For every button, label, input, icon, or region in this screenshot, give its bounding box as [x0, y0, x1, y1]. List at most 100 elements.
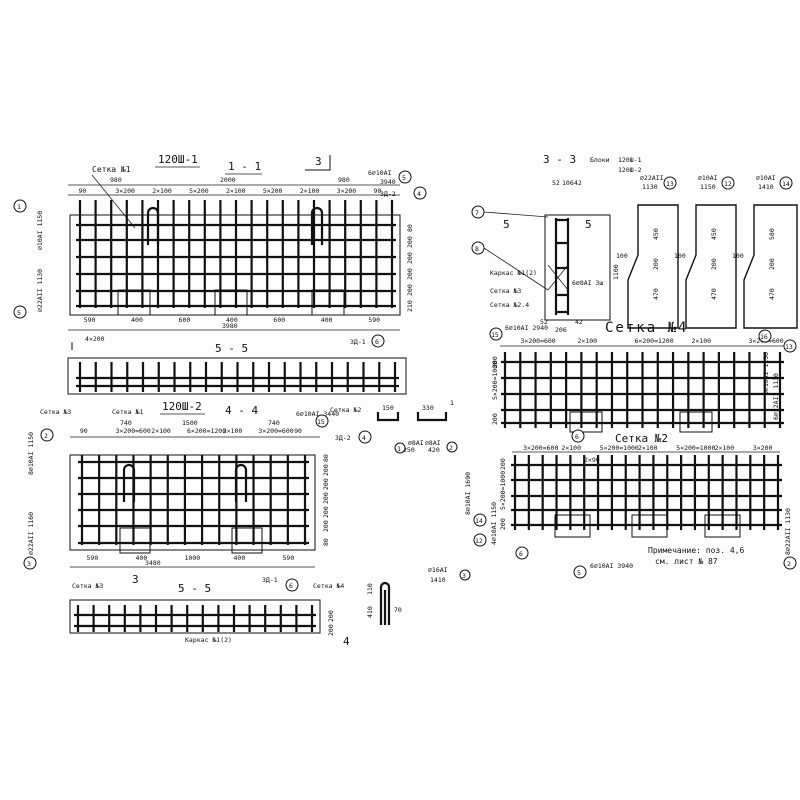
label: Сетка №3 — [490, 287, 521, 295]
dim: 590 — [84, 316, 96, 324]
callout-text: ЗД-1 — [262, 576, 278, 584]
callout-text: 8⌀22АII 1130 — [784, 508, 792, 555]
dim: 200 — [710, 258, 718, 270]
mesh-title: Сетка №4 — [605, 320, 688, 336]
embedded-part-box — [119, 527, 151, 554]
dim: 90 — [294, 427, 302, 435]
dim: 150 — [382, 404, 394, 412]
bar-label: ⌀10АI — [756, 174, 776, 182]
callout-6: 6 — [575, 433, 579, 441]
dim: 70 — [394, 606, 402, 614]
dim: 400 — [136, 554, 148, 562]
callout-text: 8⌀10АI 1690 — [464, 472, 472, 515]
bent-bar-outline — [685, 204, 737, 329]
item-2: 2 — [449, 444, 453, 452]
dim: 2×100 — [715, 444, 735, 452]
dim: 42 — [575, 318, 583, 326]
callout-text: ⌀10АI 1150 — [36, 211, 44, 250]
callout-text: ЗД-2 — [335, 434, 351, 442]
callout-text: ⌀22АII 1160 — [27, 512, 35, 555]
dim: 5×200 — [263, 187, 283, 195]
dim: 3×200 — [115, 187, 135, 195]
dim: 200 — [322, 478, 330, 490]
detail-label: ⌀8АI — [408, 439, 424, 447]
svg-text:6: 6 — [289, 582, 293, 590]
mesh-title: Сетка №2 — [615, 432, 668, 445]
dim: 470 — [652, 288, 660, 300]
callout-4: 4 — [417, 190, 421, 198]
callout-text: ЗД-2 — [380, 190, 396, 198]
frame-label: Каркас №1(2) — [185, 636, 232, 644]
dim: 2×100 — [578, 337, 598, 345]
bent-bar-outline — [627, 204, 679, 329]
dim: 2×100 — [152, 187, 172, 195]
dim: 2×100 — [692, 337, 712, 345]
dim: 980 — [110, 176, 122, 184]
dim: 106 — [562, 179, 574, 187]
dim: 2×100 — [561, 444, 581, 452]
dim: 5×200 — [189, 187, 209, 195]
callout-2: 2 — [787, 560, 791, 568]
svg-text:1: 1 — [17, 203, 21, 211]
dim: 206 — [555, 326, 567, 334]
callout-5: 5 — [577, 569, 581, 577]
callout-text: ⌀22АII 1130 — [36, 269, 44, 312]
dim: 200 — [491, 413, 499, 425]
label: Сетка №2.4 — [490, 301, 529, 309]
item-1: 1 — [397, 445, 401, 453]
dim: 1100 — [612, 264, 620, 280]
dim: 3×200 — [753, 444, 773, 452]
svg-text:5: 5 — [17, 309, 21, 317]
callout-15: 15 — [317, 418, 325, 426]
dim: 590 — [283, 554, 295, 562]
section-mark: 5 — [585, 218, 592, 231]
dim: 450 — [652, 228, 660, 240]
callout-circle — [721, 176, 735, 190]
dim: 3×200=600 — [521, 337, 556, 345]
dim: 3×200=600 — [523, 444, 558, 452]
dim: 80 — [322, 538, 330, 546]
embedded-part-box — [311, 289, 345, 316]
dim: 100 — [616, 252, 628, 260]
dim: 5×200=1000 — [499, 471, 507, 510]
bar-length: 1130 — [642, 183, 658, 191]
dim: 400 — [321, 316, 333, 324]
callout-text: 6⌀10АI — [368, 169, 392, 177]
dim: 200 — [652, 258, 660, 270]
lifting-loop — [310, 206, 324, 245]
callout-text: 8⌀10АI 1150 — [27, 432, 35, 475]
mesh-label: Сетка №2 — [330, 406, 361, 414]
view-title: 5 - 5 — [178, 582, 211, 595]
callout-text: 6⌀22АII 1130 — [772, 373, 780, 420]
dim: 5×200=1000 — [491, 361, 499, 400]
dim: 470 — [768, 288, 776, 300]
dim: 5×200=1000 — [600, 444, 639, 452]
section-ref: 3 — [315, 155, 322, 168]
callout-13: 13 — [785, 343, 793, 351]
mark-120sh-2: 120Ш-2 — [162, 400, 202, 413]
lifting-loop — [146, 206, 160, 245]
label: Блоки — [590, 156, 610, 164]
dim: 200 — [322, 492, 330, 504]
detail-label: ⌀16АI — [428, 566, 448, 574]
dim: 200 — [406, 236, 414, 248]
view-5-5-top: 5 - 5 Сетка №3 Сетка №1 Сетка №2 1 — [40, 342, 454, 416]
dim: 4×200 — [85, 335, 105, 343]
mark-120sh-1: 120Ш-1 — [158, 153, 198, 166]
dim: 200 — [768, 258, 776, 270]
view-5-5-bottom: 5 - 5 Сетка №3 Сетка №4 Каркас №1(2) 200… — [69, 582, 350, 648]
embedded-part-box — [214, 289, 248, 316]
callout-text: 6⌀10АI 2940 — [505, 324, 548, 332]
label: Каркас №1(2) — [490, 269, 537, 277]
dim: 6×200=1200 — [187, 427, 226, 435]
dim-overall: 3480 — [145, 559, 161, 567]
dim: 200 — [406, 252, 414, 264]
lifting-loop — [122, 463, 136, 502]
svg-text:3: 3 — [27, 560, 31, 568]
dim: 100 — [732, 252, 744, 260]
mesh-label: Сетка №3 — [40, 408, 71, 416]
section-mark: 5 — [503, 218, 510, 231]
dim: 330 — [422, 404, 434, 412]
